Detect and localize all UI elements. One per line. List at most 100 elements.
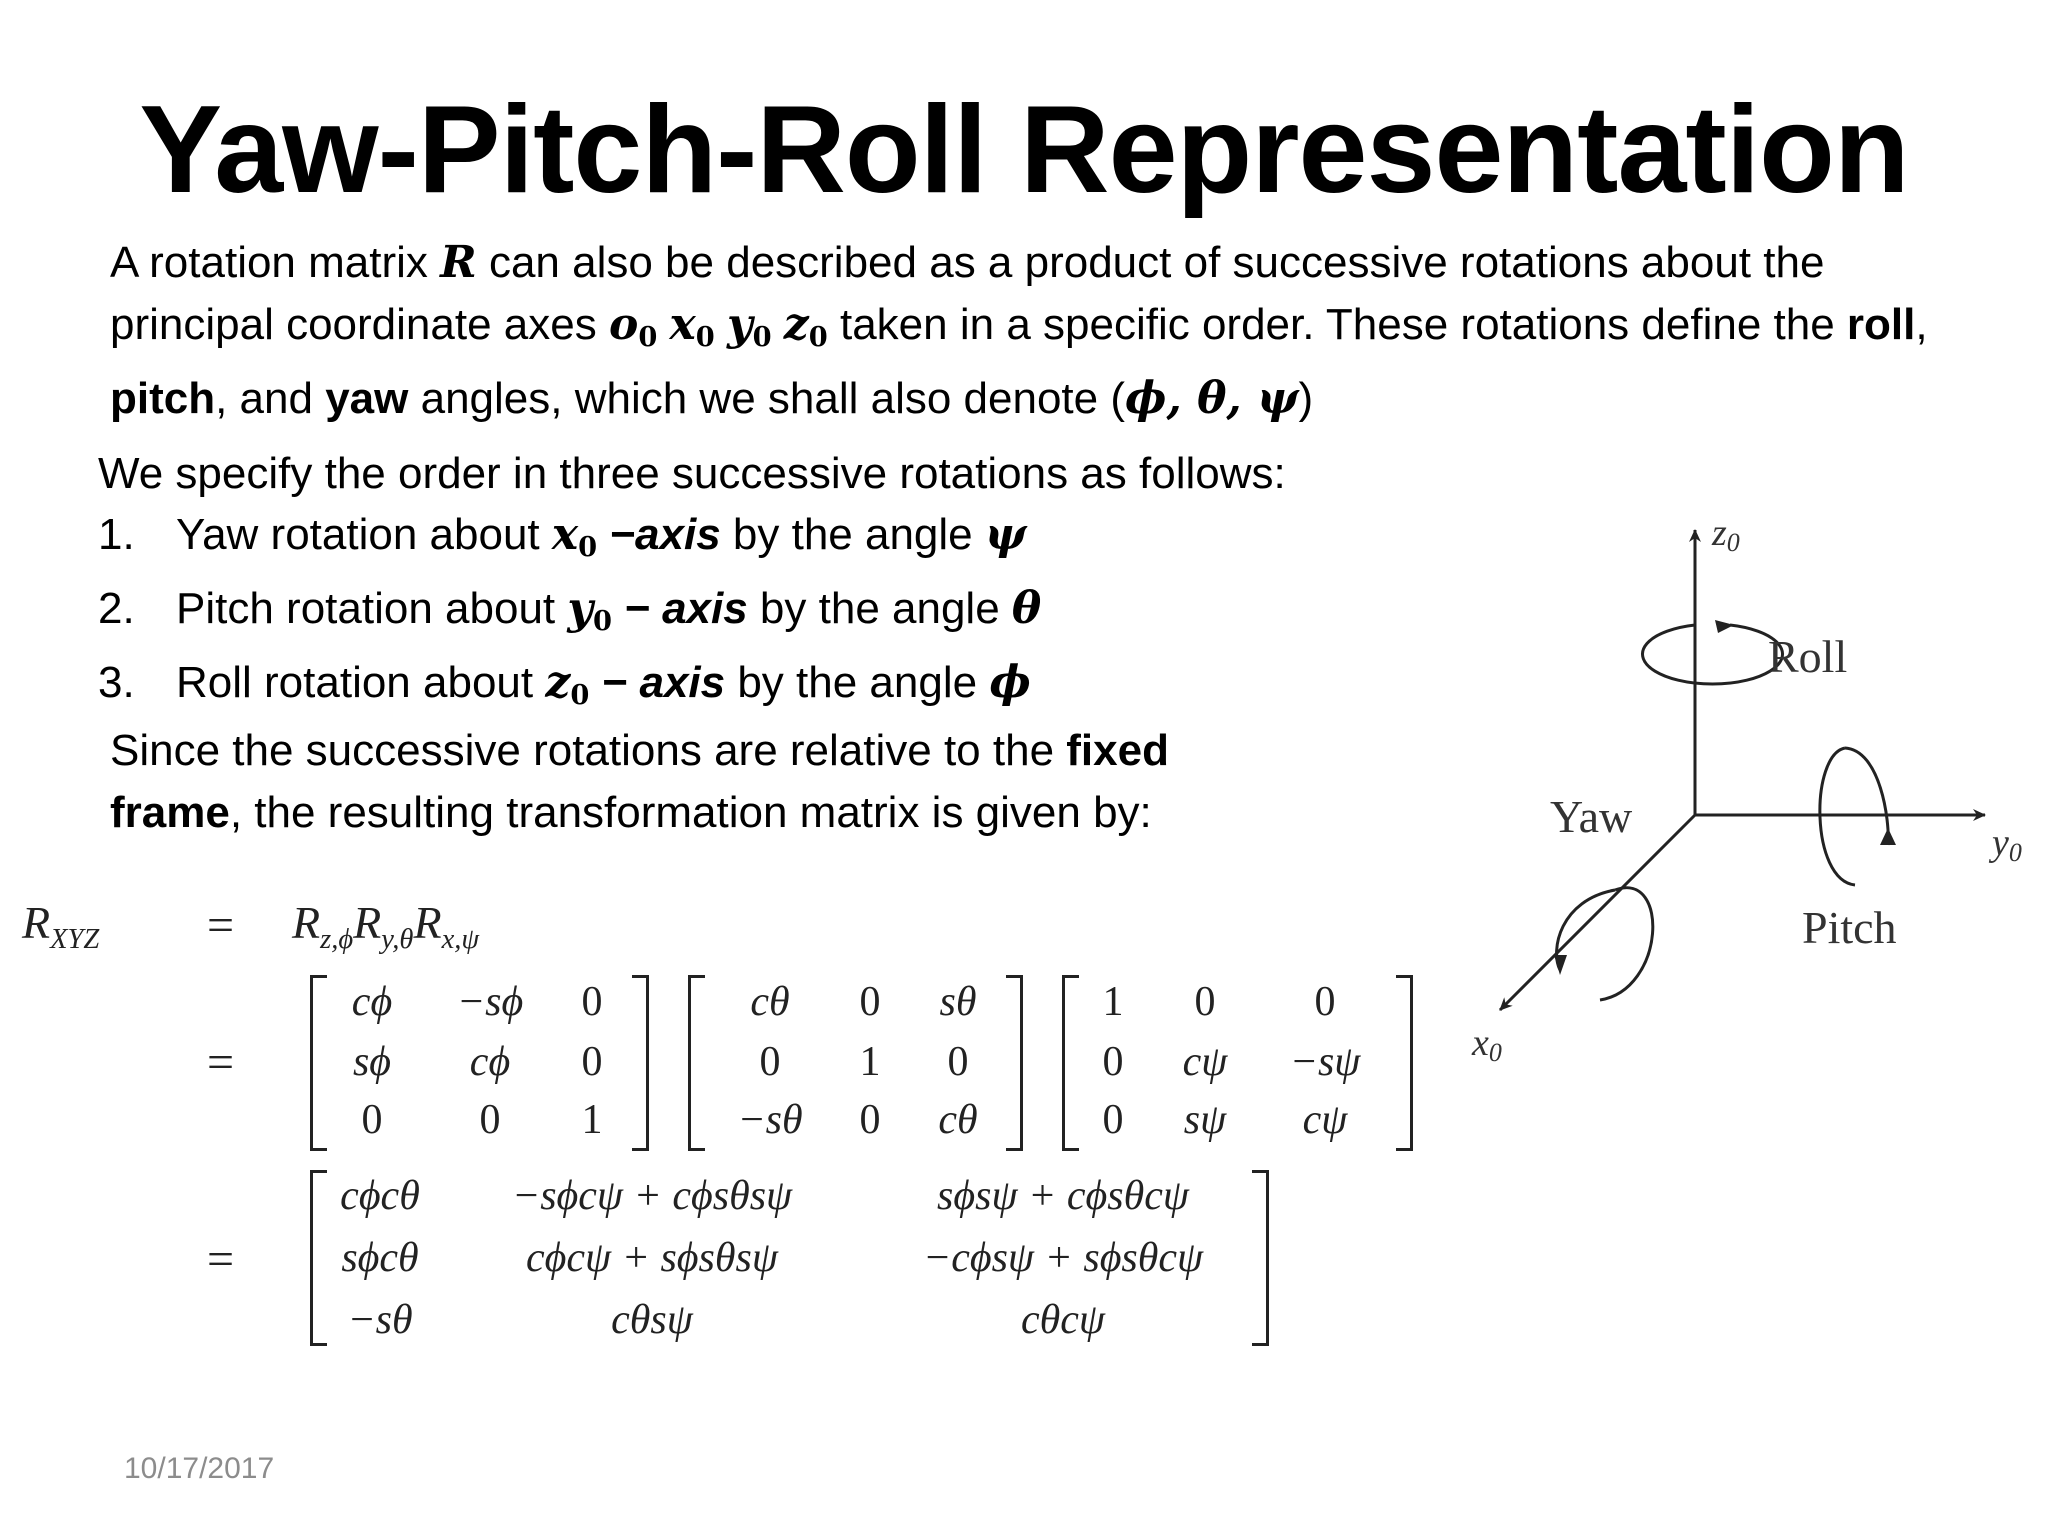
lhs-base: R — [22, 897, 51, 948]
axis-o0: o0 — [608, 299, 658, 353]
axis-word: − axis — [611, 583, 748, 633]
list-number: 3. — [98, 657, 135, 707]
matrix-y-right-bracket — [1006, 975, 1023, 1151]
matrix-cell: 0 — [1314, 979, 1336, 1025]
roll-arrowhead-icon — [1715, 620, 1734, 633]
by-text: by the angle — [725, 657, 990, 707]
matrix-cell: cϕ — [469, 1039, 511, 1085]
matrix-cell: −sψ — [1289, 1039, 1361, 1085]
list-item: 1.Yaw rotation about x0 −axis by the ang… — [98, 504, 1286, 578]
yaw-term: yaw — [325, 373, 409, 423]
matrix-cell: 0 — [947, 1039, 969, 1085]
frame-term: frame — [110, 788, 230, 837]
intro-text-2: can also be described as a product of su… — [110, 238, 1825, 349]
axis-sub: 0 — [592, 604, 612, 637]
matrix-cell: sψ — [1183, 1097, 1227, 1143]
axis-word: − axis — [589, 657, 726, 707]
pitch-term: pitch — [110, 373, 216, 423]
equals-sign-2: = — [207, 1036, 235, 1089]
matrix-cell: cθsψ — [611, 1297, 693, 1343]
axis-sub: 0 — [695, 320, 715, 353]
product-base: R — [292, 897, 321, 948]
since-text-1: Since the successive rotations are relat… — [110, 726, 1067, 775]
matrix-cell: 0 — [1102, 1097, 1124, 1143]
matrix-cell: −sϕ — [456, 979, 524, 1025]
axis-sub: 0 — [752, 320, 772, 353]
matrix-cell: 0 — [1194, 979, 1216, 1025]
list-heading: We specify the order in three successive… — [98, 449, 1286, 498]
intro-paragraph: A rotation matrix R can also be describe… — [110, 232, 1990, 430]
matrix-cell: cθ — [750, 979, 790, 1025]
matrix-cell: cϕcθ — [340, 1173, 420, 1219]
matrix-cell: 0 — [1102, 1039, 1124, 1085]
matrix-cell: cθ — [938, 1097, 978, 1143]
yaw-arrowhead-icon — [1554, 955, 1567, 975]
matrix-cell: cϕ — [351, 979, 393, 1025]
matrix-z-right-bracket — [632, 975, 649, 1151]
product-sub: z,ϕ — [320, 924, 354, 956]
matrix-cell: 0 — [581, 979, 603, 1025]
intro-text-1: A rotation matrix — [110, 238, 441, 287]
matrix-cell: sϕ — [352, 1039, 392, 1085]
pitch-arrowhead-icon — [1880, 828, 1896, 845]
list-text: Yaw rotation about — [176, 510, 552, 559]
product-base: R — [413, 897, 442, 948]
yaw-label: Yaw — [1550, 791, 1633, 842]
matrix-cell: 0 — [859, 1097, 881, 1143]
axis-var: y0 — [567, 582, 612, 637]
product-base: R — [353, 897, 382, 948]
intro-text-3: taken in a specific order. These rotatio… — [827, 300, 1847, 349]
since-text-2: , the resulting transformation matrix is… — [229, 788, 1152, 837]
matrix-cell: 0 — [361, 1097, 383, 1143]
rotation-product: Rz,ϕRy,θRx,ψ — [292, 896, 479, 956]
matrix-cell: −sθ — [347, 1297, 413, 1343]
z-axis-label: z0 — [1711, 512, 1740, 557]
pitch-arc-back — [1844, 746, 1890, 846]
matrix-cell: 0 — [859, 979, 881, 1025]
slide-date: 10/17/2017 — [124, 1452, 275, 1485]
matrix-cell: cψ — [1182, 1039, 1228, 1085]
matrix-symbol-R: R — [440, 237, 477, 288]
axis-letter: z — [545, 656, 571, 708]
close-paren: ) — [1298, 373, 1314, 423]
matrix-cell: cϕcψ + sϕsθsψ — [526, 1235, 778, 1281]
rotation-order-list: We specify the order in three successive… — [98, 443, 1286, 725]
matrix-cell: 0 — [759, 1039, 781, 1085]
axis-rotation-diagram: z0 Roll y0 Yaw Pitch x0 — [1471, 512, 2022, 1067]
roll-label: Roll — [1768, 631, 1847, 682]
list-item: 3.Roll rotation about z0 − axis by the a… — [98, 652, 1286, 726]
and-text: , and — [215, 373, 326, 423]
angle-symbols: ϕ, θ, ψ — [1125, 372, 1299, 424]
axis-sub: 0 — [638, 320, 658, 353]
angle-psi: ψ — [984, 509, 1027, 560]
axis-sub: 0 — [808, 320, 828, 353]
intro-text-4: angles, which we shall also denote ( — [408, 373, 1126, 423]
equals-sign-1: = — [207, 899, 235, 952]
product-sub: x,ψ — [441, 924, 480, 956]
list-number: 1. — [98, 510, 135, 559]
matrix-cell: 1 — [1102, 979, 1124, 1025]
by-text: by the angle — [747, 583, 1012, 633]
matrix-cell: 1 — [581, 1097, 603, 1143]
result-right-bracket — [1252, 1170, 1269, 1346]
angle-phi: ϕ — [989, 656, 1031, 708]
yaw-arc-right — [1599, 886, 1655, 1002]
pitch-arc-front — [1818, 746, 1856, 887]
x-axis-label: x0 — [1471, 1022, 1502, 1067]
matrix-x-left-bracket — [1062, 975, 1079, 1151]
matrix-cell: 1 — [859, 1039, 881, 1085]
matrix-cell: cψ — [1302, 1097, 1348, 1143]
list-text: Roll rotation about — [176, 657, 546, 707]
matrix-x-right-bracket — [1396, 975, 1413, 1151]
since-paragraph: Since the successive rotations are relat… — [110, 720, 1169, 844]
matrix-cell: cθcψ — [1021, 1297, 1105, 1343]
matrix-y-left-bracket — [688, 975, 705, 1151]
axis-o-var: o — [608, 299, 639, 350]
result-left-bracket — [310, 1170, 327, 1346]
matrix-cell: −sϕcψ + cϕsθsψ — [511, 1173, 793, 1219]
matrix-cell: 0 — [581, 1039, 603, 1085]
axis-letter: y — [567, 582, 593, 634]
matrix-cell: sϕcθ — [341, 1235, 419, 1281]
axis-letter: x — [551, 509, 579, 560]
list-number: 2. — [98, 583, 135, 633]
